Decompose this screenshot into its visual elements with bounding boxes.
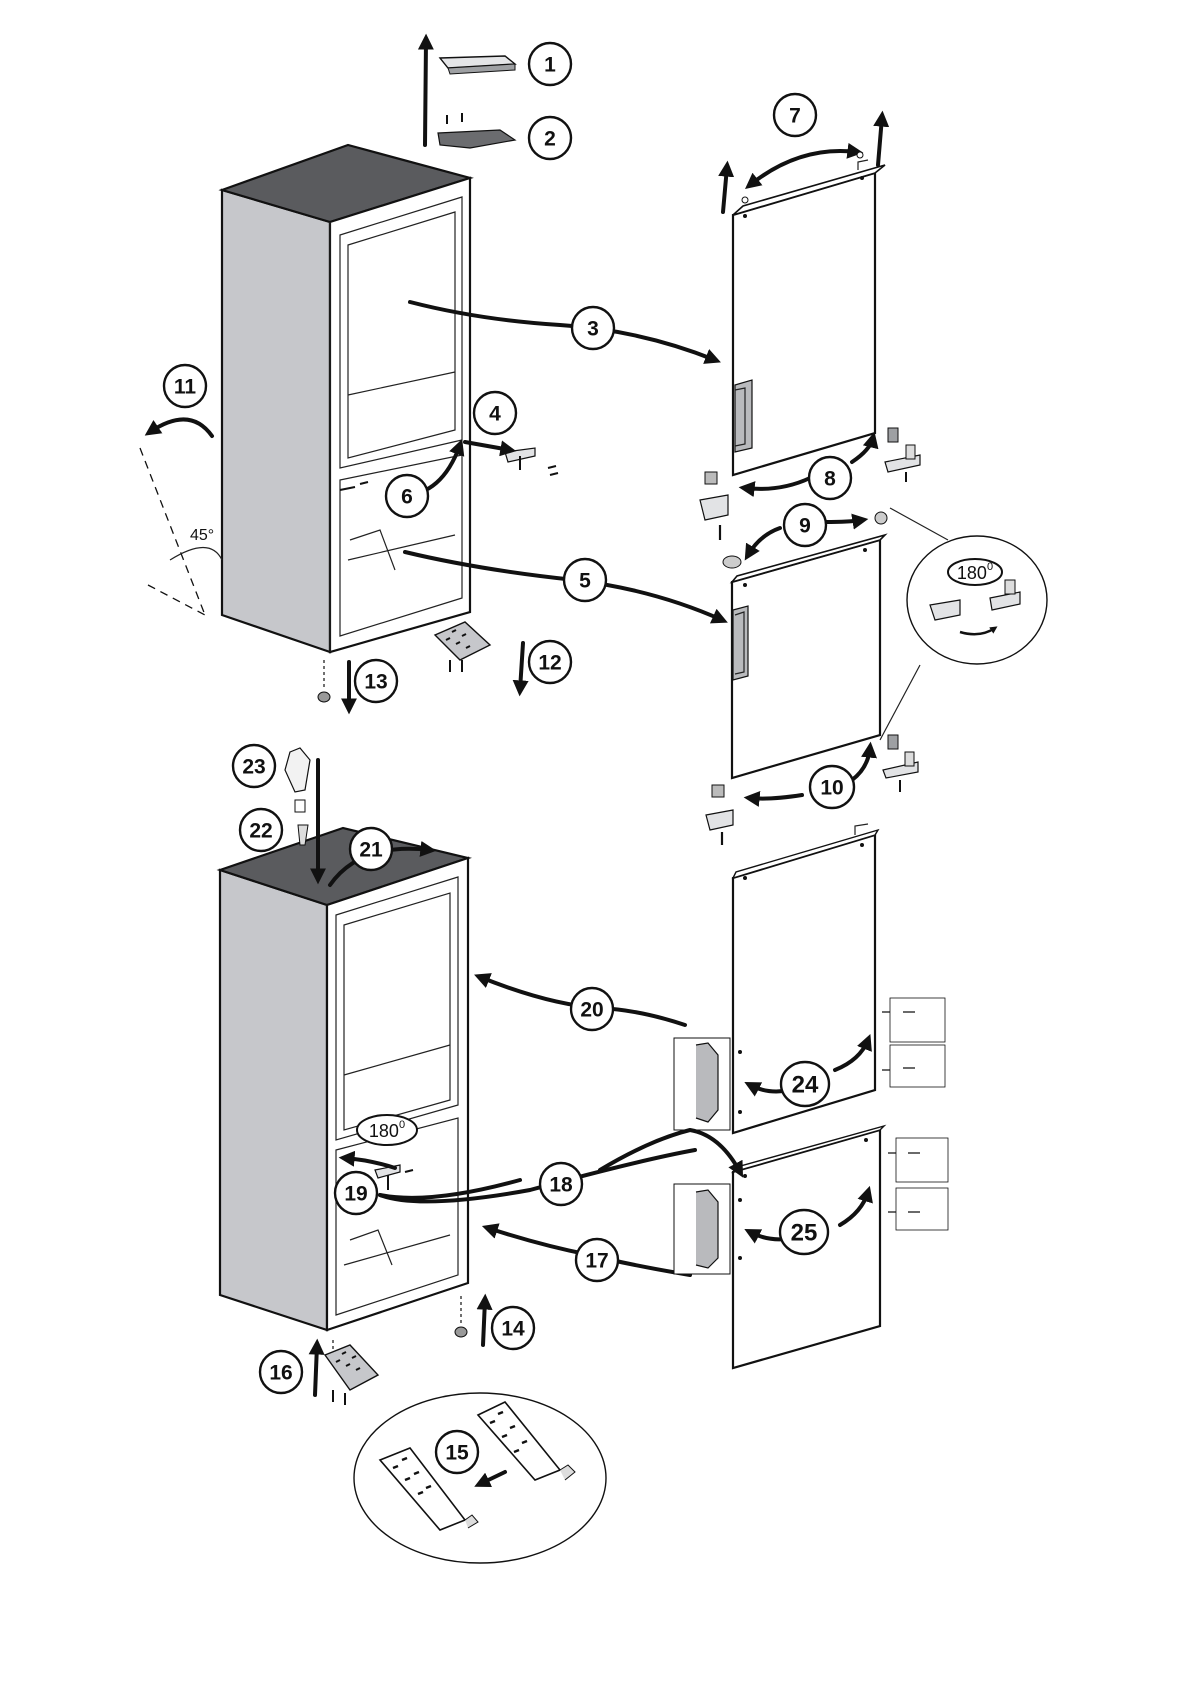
- screw-detail-lower: [888, 1138, 948, 1230]
- callout-4: 4: [474, 392, 516, 434]
- callout-label: 8: [824, 468, 836, 491]
- callout-label: 5: [579, 570, 591, 593]
- callout-15: 15: [436, 1431, 478, 1473]
- handle-detail-upper: [674, 1038, 742, 1130]
- callout-label: 13: [364, 671, 387, 694]
- callout-24: 24: [781, 1062, 829, 1106]
- callout-2: 2: [529, 117, 571, 159]
- callout-13: 13: [355, 660, 397, 702]
- callout-8: 8: [809, 457, 851, 499]
- screw-detail-upper: [882, 998, 945, 1087]
- door-lower-handle: [733, 606, 748, 680]
- callout-5: 5: [564, 559, 606, 601]
- callout-label: 23: [242, 756, 265, 779]
- callout-label: 16: [269, 1362, 292, 1385]
- callout-label: 4: [489, 403, 501, 426]
- leveling-foot-reversed: [455, 1296, 467, 1337]
- callout-label: 25: [791, 1220, 818, 1247]
- callout-6: 6: [386, 475, 428, 517]
- hinge-detail-bottom: [354, 1393, 606, 1563]
- callout-label: 7: [789, 105, 801, 128]
- top-hinge-bracket: [438, 113, 515, 148]
- callout-label: 20: [580, 999, 603, 1022]
- callout-11: 11: [164, 365, 206, 407]
- callout-12: 12: [529, 641, 571, 683]
- fridge-top: [222, 145, 470, 652]
- callout-label: 1: [544, 54, 556, 77]
- fridge-bottom-side: [220, 870, 327, 1330]
- rotation-detail-top: 1800: [880, 508, 1047, 740]
- leveling-foot: [318, 660, 330, 702]
- callout-label: 14: [501, 1318, 525, 1341]
- tilt-angle-label: 45°: [190, 527, 214, 544]
- callout-label: 19: [344, 1183, 367, 1206]
- callout-label: 18: [549, 1174, 573, 1197]
- tilt-indicator: 45°: [140, 419, 222, 615]
- bottom-hinge-reversed: [325, 1340, 378, 1405]
- callout-21: 21: [350, 828, 392, 870]
- callout-10: 10: [810, 766, 854, 808]
- callout-label: 10: [820, 777, 843, 800]
- callout-label: 9: [799, 515, 811, 538]
- callout-label: 24: [792, 1072, 819, 1099]
- callout-17: 17: [576, 1239, 618, 1281]
- top-hinge-cover: [440, 56, 515, 74]
- middle-hinge: [505, 448, 558, 475]
- callout-label: 2: [544, 128, 556, 151]
- callout-18: 18: [540, 1163, 582, 1205]
- fridge-top-side: [222, 190, 330, 652]
- callout-label: 3: [587, 318, 599, 341]
- callout-label: 15: [445, 1442, 469, 1465]
- callout-22: 22: [240, 809, 282, 851]
- bottom-hinge: [435, 622, 490, 672]
- callout-label: 6: [401, 486, 413, 509]
- callout-label: 11: [174, 376, 197, 399]
- callout-16: 16: [260, 1351, 302, 1393]
- callout-3: 3: [572, 307, 614, 349]
- callout-9: 9: [784, 504, 826, 546]
- handle-detail-lower: [674, 1184, 742, 1274]
- callout-label: 12: [538, 652, 561, 675]
- door-lower: [732, 535, 885, 778]
- door-upper: [733, 160, 885, 475]
- callout-label: 17: [585, 1250, 608, 1273]
- callout-23: 23: [233, 745, 275, 787]
- hinge-cover-cap: [285, 748, 310, 845]
- callout-label: 22: [249, 820, 272, 843]
- callout-label: 21: [359, 839, 383, 862]
- callout-20: 20: [571, 988, 613, 1030]
- fridge-top-front: [330, 178, 470, 652]
- fridge-bottom-front: [327, 858, 468, 1330]
- callout-7: 7: [774, 94, 816, 136]
- callout-14: 14: [492, 1307, 534, 1349]
- door-upper-handle: [735, 380, 752, 452]
- fridge-bottom: [220, 828, 468, 1330]
- rotation-detail-mid: 1800: [357, 1115, 417, 1145]
- callout-19: 19: [335, 1172, 377, 1214]
- callout-25: 25: [780, 1210, 828, 1254]
- callout-1: 1: [529, 43, 571, 85]
